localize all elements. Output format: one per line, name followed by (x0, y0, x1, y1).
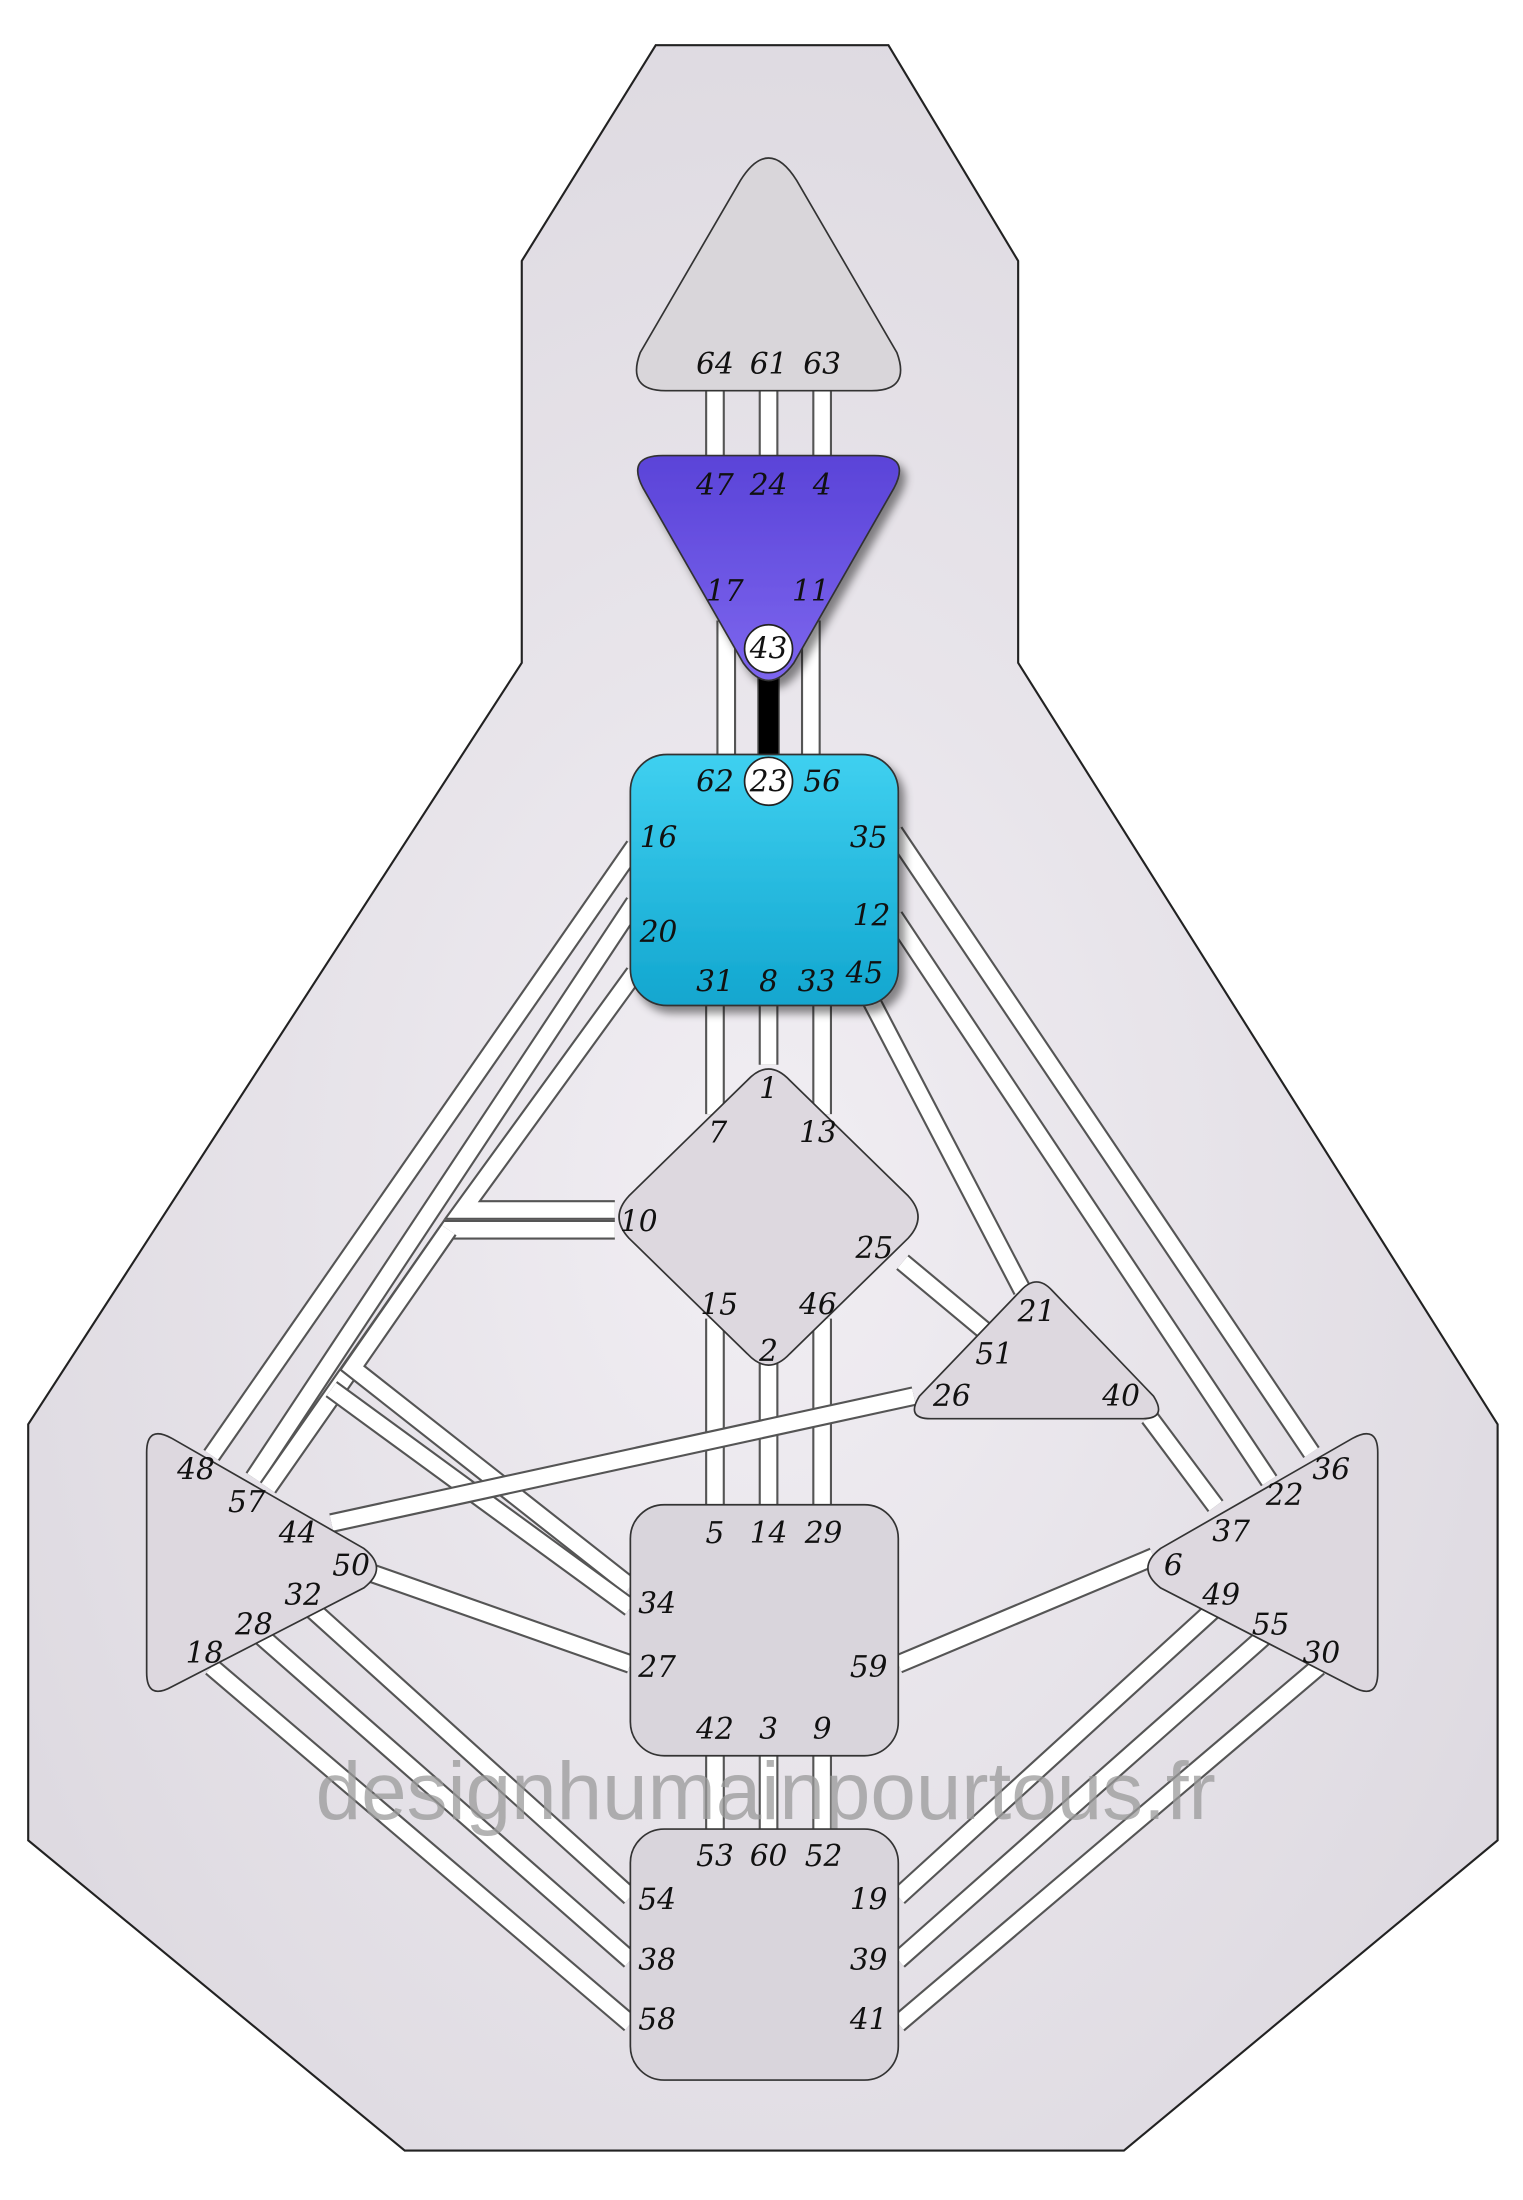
gate-activation-circle (743, 623, 794, 674)
channel-25-51 (897, 1256, 993, 1339)
gate-64: 64 (696, 347, 734, 381)
gate-31: 31 (696, 965, 734, 999)
gate-49: 49 (1201, 1578, 1240, 1612)
gate-39: 39 (850, 1943, 888, 1977)
channel-26-44 (329, 1388, 916, 1531)
gate-14: 14 (750, 1516, 788, 1550)
gate-42: 42 (695, 1712, 734, 1746)
gate-29: 29 (804, 1516, 843, 1550)
gate-22: 22 (1265, 1478, 1304, 1512)
gate-5: 5 (706, 1516, 725, 1550)
channel-49-19 (893, 1601, 1221, 1903)
head-center (635, 157, 902, 392)
gate-17: 17 (706, 574, 744, 608)
gate-50: 50 (332, 1548, 370, 1582)
channel-10-34 (342, 1225, 636, 1593)
gate-47: 47 (695, 468, 734, 502)
channel-12-22 (887, 912, 1276, 1486)
sacral-center (629, 1503, 900, 1757)
gate-26: 26 (932, 1379, 971, 1413)
gate-6: 6 (1164, 1548, 1183, 1582)
channel-45-21 (864, 997, 1030, 1294)
watermark: designhumainpourtous.fr (316, 1746, 1216, 1837)
gate-4: 4 (812, 468, 832, 502)
gate-33: 33 (798, 965, 836, 999)
spleen-center (145, 1432, 378, 1693)
gate-53: 53 (696, 1839, 734, 1873)
gate-61: 61 (750, 347, 788, 381)
gate-10: 10 (620, 1204, 658, 1238)
channel-55-39 (893, 1630, 1271, 1967)
gate-27: 27 (637, 1650, 676, 1684)
gate-35: 35 (850, 821, 888, 855)
g-center (618, 1068, 919, 1366)
gate-7: 7 (708, 1115, 727, 1149)
gate-16: 16 (640, 821, 678, 855)
channel-32-54 (305, 1601, 636, 1903)
gate-21: 21 (1017, 1295, 1056, 1329)
gate-46: 46 (798, 1287, 837, 1321)
ajna-center (637, 454, 901, 682)
gate-24: 24 (749, 468, 788, 502)
gate-18: 18 (186, 1636, 224, 1670)
channel-59-6 (895, 1549, 1157, 1672)
gate-28: 28 (234, 1608, 273, 1642)
gate-8: 8 (759, 965, 778, 999)
channel-30-41 (893, 1660, 1324, 2030)
channel-18-58 (206, 1660, 636, 2030)
gate-48: 48 (176, 1452, 215, 1486)
gate-32: 32 (284, 1578, 322, 1612)
gate-56: 56 (803, 764, 841, 798)
gate-62: 62 (696, 764, 734, 798)
gate-2: 2 (758, 1334, 778, 1368)
centers (145, 157, 1379, 2081)
gate-57: 57 (228, 1485, 266, 1519)
gate-63: 63 (803, 347, 841, 381)
gate-58: 58 (638, 2002, 676, 2036)
gate-60: 60 (750, 1839, 788, 1873)
gate-37: 37 (1212, 1515, 1250, 1549)
gate-19: 19 (850, 1883, 888, 1917)
gate-1: 1 (759, 1072, 778, 1106)
gate-34: 34 (638, 1586, 676, 1620)
gate-12: 12 (853, 898, 891, 932)
channel-40-37 (1143, 1412, 1222, 1511)
gate-11: 11 (792, 574, 830, 608)
gate-45: 45 (845, 956, 884, 990)
channel-28-38 (255, 1630, 636, 1967)
gate-40: 40 (1101, 1379, 1140, 1413)
channel-50-27 (366, 1565, 633, 1672)
gate-36: 36 (1312, 1452, 1350, 1486)
gate-activation-circle (743, 756, 794, 807)
solar-plexus-center (1147, 1432, 1379, 1693)
gate-55: 55 (1252, 1608, 1290, 1642)
channel-35-36 (887, 827, 1318, 1457)
gate-54: 54 (638, 1883, 676, 1917)
channel-16-48 (205, 841, 641, 1460)
gate-20: 20 (639, 915, 678, 949)
gate-51: 51 (975, 1337, 1013, 1371)
gate-23: 23 (749, 764, 788, 798)
ego-center (913, 1281, 1160, 1420)
gate-25: 25 (854, 1231, 893, 1265)
channel-20-10 (447, 968, 641, 1218)
gate-13: 13 (799, 1115, 837, 1149)
channels (203, 390, 1325, 2032)
channel-20-57 (247, 898, 642, 1483)
gate-52: 52 (805, 1839, 843, 1873)
throat-center (629, 753, 900, 1007)
gate-44: 44 (278, 1516, 317, 1550)
gate-38: 38 (638, 1943, 676, 1977)
gate-41: 41 (849, 2002, 888, 2036)
root-center (629, 1828, 900, 2081)
gate-15: 15 (700, 1287, 738, 1321)
gate-43: 43 (749, 632, 788, 666)
gate-9: 9 (813, 1712, 832, 1746)
gate-3: 3 (759, 1712, 778, 1746)
gate-30: 30 (1302, 1636, 1340, 1670)
gate-59: 59 (850, 1650, 888, 1684)
